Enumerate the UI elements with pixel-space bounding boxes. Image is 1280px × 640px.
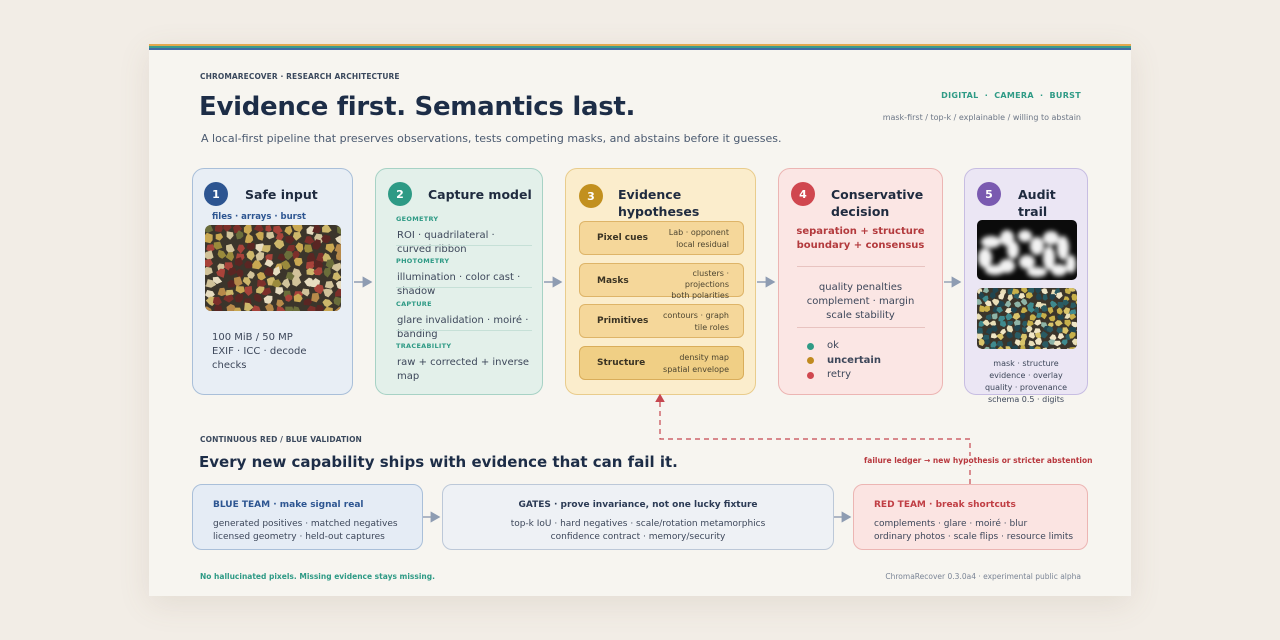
outcome-ok: ok bbox=[827, 340, 839, 351]
outcome-ok-dot bbox=[807, 343, 814, 350]
input-formats: files · arrays · burst bbox=[212, 212, 306, 222]
footer-motto: No hallucinated pixels. Missing evidence… bbox=[200, 572, 435, 581]
stage-number: 4 bbox=[791, 182, 815, 206]
stage-number: 5 bbox=[977, 182, 1001, 206]
red-team-title: RED TEAM · break shortcuts bbox=[874, 500, 1016, 510]
hypothesis-structure: Structure density map spatial envelope bbox=[579, 346, 744, 380]
stage-number: 2 bbox=[388, 182, 412, 206]
stage-number: 1 bbox=[204, 182, 228, 206]
section-photometry: illumination · color cast · shadow bbox=[397, 272, 521, 297]
stage-audit-trail: 5 Audit trail bbox=[964, 168, 1088, 404]
overlay-output-image bbox=[977, 288, 1077, 349]
section-label-geometry: GEOMETRY bbox=[396, 215, 439, 223]
divider bbox=[797, 327, 925, 328]
architecture-card: CHROMARECOVER · RESEARCH ARCHITECTURE Ev… bbox=[149, 44, 1131, 596]
hypothesis-primitives: Primitives contours · graph tile roles bbox=[579, 304, 744, 338]
divider bbox=[797, 266, 925, 267]
section-label-photometry: PHOTOMETRY bbox=[396, 257, 450, 265]
validation-eyebrow: CONTINUOUS RED / BLUE VALIDATION bbox=[200, 435, 362, 444]
feedback-loop-dashed bbox=[655, 393, 971, 484]
outcome-retry-dot bbox=[807, 372, 814, 379]
header-tagline: mask-first / top-k / explainable / willi… bbox=[882, 113, 1081, 122]
input-limits: 100 MiB / 50 MP EXIF · ICC · decode chec… bbox=[212, 332, 307, 371]
hypothesis-pixel-cues: Pixel cues Lab · opponent local residual bbox=[579, 221, 744, 255]
gates-title: GATES · prove invariance, not one lucky … bbox=[518, 500, 758, 510]
gates-details: top-k IoU · hard negatives · scale/rotat… bbox=[510, 519, 766, 542]
blue-team-box: BLUE TEAM · make signal real generated p… bbox=[192, 484, 423, 550]
blue-team-details: generated positives · matched negatives … bbox=[213, 519, 398, 542]
red-team-box: RED TEAM · break shortcuts complements ·… bbox=[853, 484, 1088, 550]
feedback-note: failure ledger → new hypothesis or stric… bbox=[863, 456, 1094, 465]
divider bbox=[396, 330, 532, 331]
stage-capture-model: 2 Capture model GEOMETRY ROI · quadrilat… bbox=[375, 168, 543, 395]
red-team-details: complements · glare · moiré · blur ordin… bbox=[874, 519, 1074, 542]
page-title: Evidence first. Semantics last. bbox=[199, 92, 636, 122]
stage-name: Audit trail bbox=[1018, 187, 1056, 219]
header-eyebrow: CHROMARECOVER · RESEARCH ARCHITECTURE bbox=[200, 72, 400, 81]
section-capture: glare invalidation · moiré · banding bbox=[397, 315, 529, 340]
gates-box: GATES · prove invariance, not one lucky … bbox=[442, 484, 834, 550]
section-geometry: ROI · quadrilateral · curved ribbon bbox=[397, 230, 495, 255]
decision-criteria: separation + structure boundary + consen… bbox=[796, 226, 925, 251]
section-traceability: raw + corrected + inverse map bbox=[397, 357, 530, 382]
audit-outputs: mask · structure evidence · overlay qual… bbox=[984, 359, 1068, 404]
stage-safe-input: 1 Safe input files · arrays · burst 100 … bbox=[192, 168, 353, 395]
stage-name: Conservative decision bbox=[831, 187, 924, 219]
divider bbox=[396, 245, 532, 246]
stage-name: Evidence hypotheses bbox=[618, 187, 700, 219]
stage-name: Safe input bbox=[245, 187, 318, 202]
stage-conservative-decision: 4 Conservative decision separation + str… bbox=[778, 168, 943, 395]
stage-name: Capture model bbox=[428, 187, 532, 202]
hypothesis-masks: Masks clusters · projections both polari… bbox=[579, 263, 744, 300]
top-stripe-teal bbox=[149, 46, 1131, 48]
stage-evidence-hypotheses: 3 Evidence hypotheses Pixel cues Lab · o… bbox=[565, 168, 756, 395]
outcome-uncertain-dot bbox=[807, 357, 814, 364]
mode-tags: DIGITAL · CAMERA · BURST bbox=[941, 91, 1081, 100]
outcome-uncertain: uncertain bbox=[827, 355, 881, 366]
footer-version: ChromaRecover 0.3.0a4 · experimental pub… bbox=[885, 572, 1081, 581]
stage-number: 3 bbox=[579, 184, 603, 208]
validation-heading: Every new capability ships with evidence… bbox=[199, 453, 678, 471]
top-stripe-blue bbox=[149, 48, 1131, 50]
top-stripe-amber bbox=[149, 44, 1131, 46]
section-label-capture: CAPTURE bbox=[396, 300, 432, 308]
mask-output-image bbox=[977, 220, 1077, 280]
outcome-retry: retry bbox=[827, 369, 851, 380]
section-label-traceability: TRACEABILITY bbox=[396, 342, 452, 350]
quality-penalties: quality penalties complement · margin sc… bbox=[806, 282, 915, 321]
page-subtitle: A local-first pipeline that preserves ob… bbox=[201, 132, 782, 145]
blue-team-title: BLUE TEAM · make signal real bbox=[213, 500, 364, 510]
divider bbox=[396, 287, 532, 288]
